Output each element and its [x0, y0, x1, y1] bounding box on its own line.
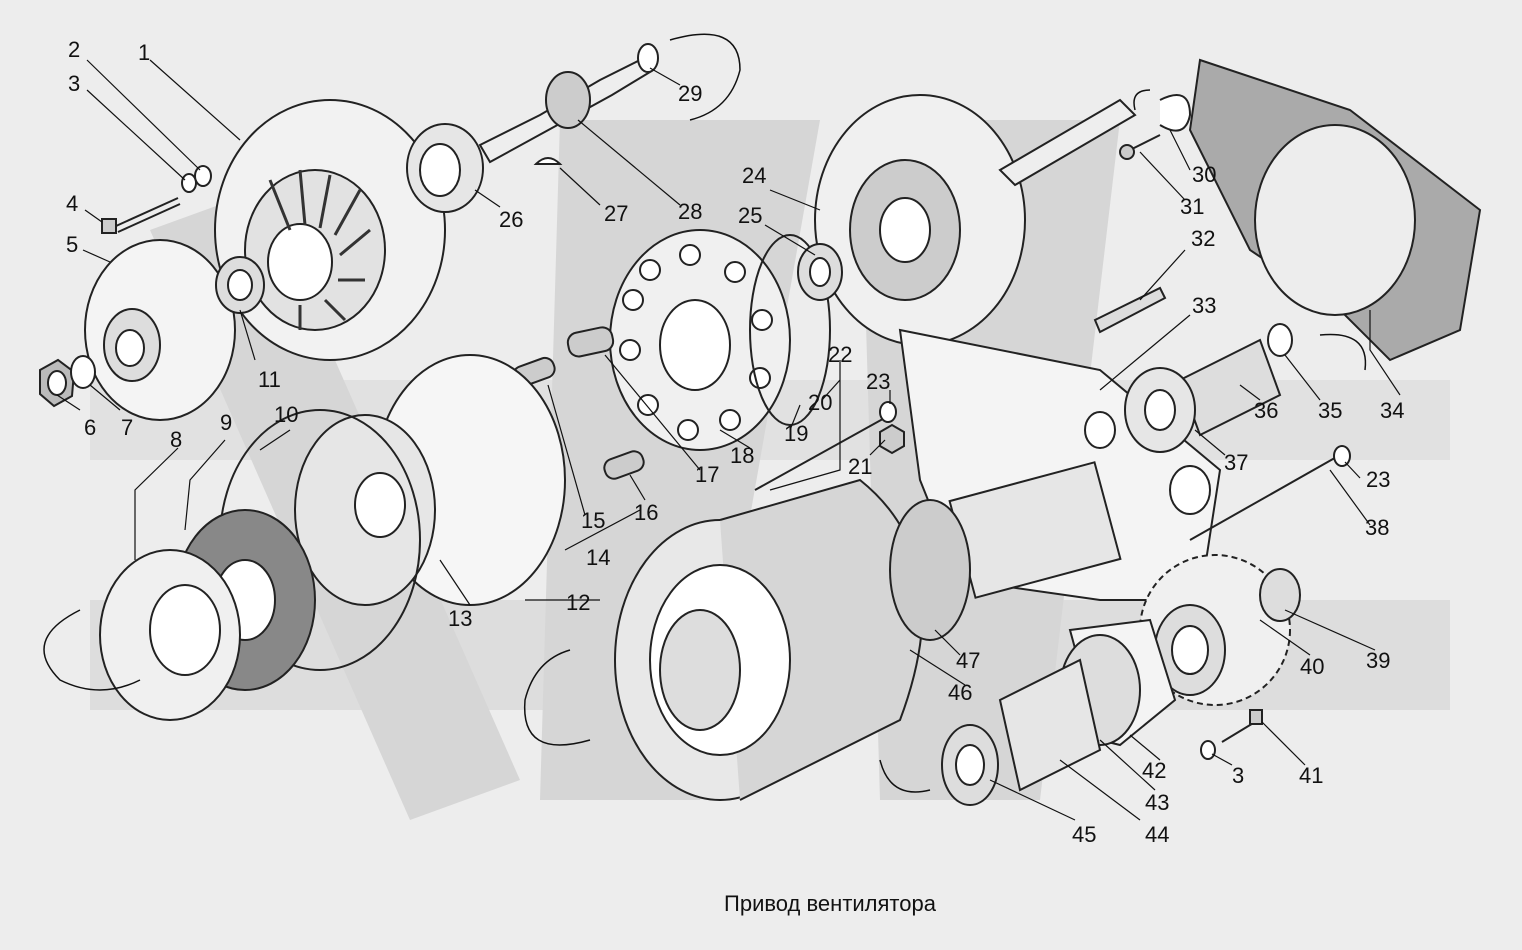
callout-41: 41 [1299, 763, 1323, 788]
callout-27: 27 [604, 201, 628, 226]
nut-6 [39, 358, 76, 408]
rod-38 [1189, 454, 1341, 541]
callout-4: 4 [66, 191, 78, 216]
gasket-34 [1188, 58, 1482, 362]
leader-lines [56, 59, 1401, 821]
callout-35: 35 [1318, 398, 1342, 423]
drum-46 [614, 478, 924, 801]
callout-12: 12 [566, 590, 590, 615]
plate-12 [294, 354, 566, 606]
callout-3: 3 [68, 71, 80, 96]
hub-44 [998, 658, 1102, 792]
ring-35 [1267, 323, 1293, 357]
bolt-41 [1221, 709, 1263, 743]
shaft-upper [998, 98, 1137, 187]
lock-plate-8 [99, 549, 241, 721]
callout-20: 20 [808, 390, 832, 415]
callout-3-lower: 3 [1232, 763, 1244, 788]
bearing-37 [1124, 367, 1196, 453]
callout-7: 7 [121, 415, 133, 440]
callout-25: 25 [738, 203, 762, 228]
callout-22: 22 [828, 342, 852, 367]
callout-11: 11 [258, 367, 281, 392]
parts [39, 33, 1482, 806]
callout-28: 28 [678, 199, 702, 224]
callout-46: 46 [948, 680, 972, 705]
nut-21 [879, 423, 905, 455]
callout-labels: 1 2 3 4 5 6 7 8 9 10 11 12 13 14 15 16 1… [66, 37, 1404, 847]
callout-26: 26 [499, 207, 523, 232]
seal-11-inner [227, 269, 253, 301]
callout-23-upper: 23 [866, 369, 890, 394]
washer-7 [70, 355, 96, 389]
washer-23-upper [879, 401, 897, 423]
callout-29: 29 [678, 81, 702, 106]
bolt-31 [1119, 134, 1161, 160]
callout-2: 2 [68, 37, 80, 62]
callout-34: 34 [1380, 398, 1404, 423]
washer-2 [194, 165, 212, 187]
callout-6: 6 [84, 415, 96, 440]
callout-19: 19 [784, 421, 808, 446]
flange-5 [84, 239, 236, 421]
housing-33 [898, 328, 1222, 601]
spring-16 [603, 450, 645, 480]
callout-39: 39 [1366, 648, 1390, 673]
shaft-28 [478, 58, 652, 164]
cover-24 [814, 94, 1026, 346]
callout-21: 21 [848, 454, 872, 479]
callout-30: 30 [1192, 162, 1216, 187]
callout-33: 33 [1192, 293, 1216, 318]
callout-42: 42 [1142, 758, 1166, 783]
washer-23-lower [1333, 445, 1351, 467]
stud-32 [1093, 286, 1167, 334]
washer-3 [181, 173, 197, 193]
callout-5: 5 [66, 232, 78, 257]
callout-32: 32 [1191, 226, 1215, 251]
gear-40 [1139, 554, 1291, 706]
callout-37: 37 [1224, 450, 1248, 475]
diagram-caption: Привод вентилятора [724, 891, 937, 916]
callout-16: 16 [634, 500, 658, 525]
callout-44: 44 [1145, 822, 1169, 847]
bearing-25 [797, 243, 843, 301]
callout-24: 24 [742, 163, 766, 188]
callout-1: 1 [138, 40, 150, 65]
callout-17: 17 [695, 462, 719, 487]
ring-19 [749, 234, 831, 426]
callout-36: 36 [1254, 398, 1278, 423]
bushing-39 [1259, 568, 1301, 622]
callout-9: 9 [220, 410, 232, 435]
callout-31: 31 [1180, 194, 1204, 219]
callout-10: 10 [274, 402, 298, 427]
ring-47 [889, 499, 971, 641]
sleeve-45 [941, 724, 999, 806]
disc-18 [609, 229, 791, 451]
callout-45: 45 [1072, 822, 1096, 847]
rod-22 [754, 414, 891, 491]
callout-23-lower: 23 [1366, 467, 1390, 492]
callout-47: 47 [956, 648, 980, 673]
ring-29 [637, 43, 659, 73]
callout-43: 43 [1145, 790, 1169, 815]
bolt-4 [101, 197, 181, 234]
callout-40: 40 [1300, 654, 1324, 679]
callout-15: 15 [581, 508, 605, 533]
callout-14: 14 [586, 545, 610, 570]
callout-13: 13 [448, 606, 472, 631]
bearing-26 [406, 123, 484, 213]
callout-38: 38 [1365, 515, 1389, 540]
housing-1 [214, 99, 446, 361]
callout-18: 18 [730, 443, 754, 468]
callout-8: 8 [170, 427, 182, 452]
key-27 [533, 157, 563, 165]
clip-30 [1159, 94, 1192, 132]
rotation-arrows [43, 33, 1367, 793]
washer-3-lower [1200, 740, 1216, 760]
spring-17 [566, 326, 615, 358]
